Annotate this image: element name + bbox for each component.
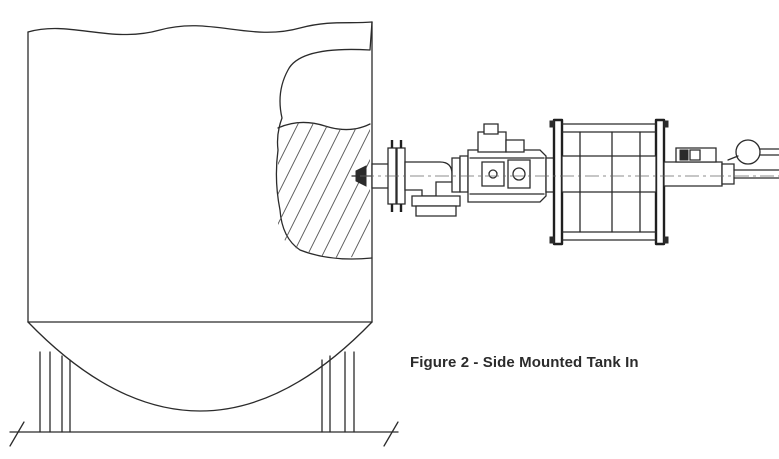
frame-end-plate-left — [554, 120, 562, 244]
actuator-handle-knob — [736, 140, 760, 164]
tank-top-break-line — [28, 22, 372, 35]
transmitter-housing — [460, 124, 554, 202]
figure-caption: Figure 2 - Side Mounted Tank In — [410, 354, 639, 371]
cutaway-outline — [276, 22, 372, 259]
nozzle-valve-assembly — [372, 140, 460, 216]
tank — [28, 22, 372, 411]
tie-rod-frame — [550, 120, 668, 244]
tank-supports — [10, 352, 398, 446]
liquid-hatch — [220, 100, 430, 280]
valve-body — [405, 162, 452, 196]
frame-end-plate-right — [656, 120, 664, 244]
housing-left-flange — [460, 156, 468, 192]
frame-cylinder — [562, 156, 656, 192]
liquid-surface — [278, 122, 370, 129]
actuator-assembly — [664, 140, 779, 186]
tank-bottom-head — [28, 322, 372, 411]
actuator-rod — [664, 162, 722, 186]
housing-top-box — [478, 132, 506, 152]
valve-bottom-flange — [412, 196, 460, 206]
